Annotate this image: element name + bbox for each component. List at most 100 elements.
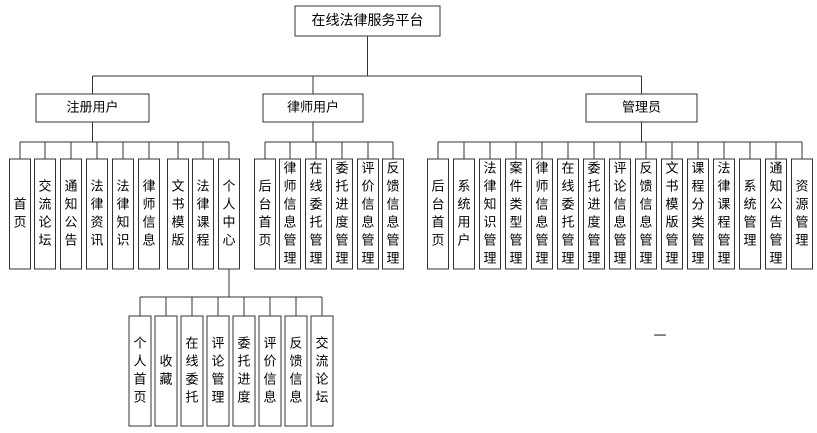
leaf-node-2-13-char: 知 <box>769 179 782 195</box>
leaf-node-2-0-char: 首 <box>431 216 444 231</box>
group-node-admin: 管理员 <box>585 93 698 123</box>
leaf-node-1-2-char: 管 <box>309 234 322 249</box>
sub-node-2-char: 线 <box>185 355 198 370</box>
leaf-node-2-12-char: 统 <box>743 198 756 213</box>
group-node-registered-user: 注册用户 <box>35 93 150 123</box>
leaf-node-2-5-char: 线 <box>561 180 574 195</box>
leaf-node-2-3-char: 理 <box>509 252 522 267</box>
leaf-node-0-6-char: 版 <box>171 234 184 249</box>
leaf-node-2-9-char: 模 <box>665 198 678 213</box>
leaf-node-2-7-char: 理 <box>613 252 626 267</box>
leaf-node-2-4-char: 师 <box>535 180 548 195</box>
leaf-node-2-7-char: 评 <box>613 162 626 177</box>
leaf-node-0-5-char: 息 <box>142 233 155 249</box>
leaf-node-0-5-char: 信 <box>142 216 155 231</box>
leaf-node-2-10-char: 类 <box>691 216 704 231</box>
leaf-node-0-3-char: 讯 <box>90 234 103 249</box>
leaf-node-1-3-char: 管 <box>335 234 348 249</box>
leaf-node-1-3-char: 进 <box>335 198 348 213</box>
leaf-node-2-8-char: 管 <box>639 234 652 249</box>
leaf-node-1-0-char: 后 <box>258 180 271 195</box>
leaf-node-2-0-char: 台 <box>431 198 444 213</box>
sub-node-4-char: 托 <box>237 355 250 370</box>
leaf-node-2-11-char: 程 <box>717 216 730 231</box>
leaf-node-1-1-char: 信 <box>283 198 296 213</box>
leaf-node-2-5-char: 管 <box>561 234 574 249</box>
leaf-node-0-7-char: 课 <box>196 216 209 231</box>
sub-node-0-char: 个 <box>133 337 146 352</box>
sub-node-7-char: 坛 <box>315 391 328 406</box>
leaf-node-1-5-char: 息 <box>386 215 399 231</box>
leaf-node-1-5-char: 理 <box>386 252 399 267</box>
leaf-node-2-4-char: 息 <box>535 215 548 231</box>
leaf-node-2-2-char: 理 <box>483 252 496 267</box>
leaf-node-0-4-char: 律 <box>116 198 129 213</box>
sub-node-6-char: 信 <box>289 373 302 388</box>
leaf-node-2-13-char: 通 <box>769 162 782 177</box>
leaf-node-0-0-char: 页 <box>13 216 26 231</box>
leaf-node-1-4-char: 评 <box>361 162 374 177</box>
leaf-node-0-4-char: 知 <box>116 215 129 231</box>
leaf-node-2-11-char: 律 <box>717 180 730 195</box>
leaf-node-1-5-char: 信 <box>386 198 399 213</box>
leaf-node-2-10-char: 分 <box>691 198 704 213</box>
leaf-node-2-5-char: 委 <box>561 198 574 213</box>
leaf-node-0-1-char: 流 <box>38 198 51 213</box>
sub-node-5-char: 评 <box>263 337 276 352</box>
group-node-lawyer-user: 律师用户 <box>262 93 364 123</box>
sub-node-1-char: 收 <box>159 355 172 370</box>
leaf-node-2-9-char: 理 <box>665 252 678 267</box>
leaf-node-0-2-char: 知 <box>64 197 77 213</box>
leaf-node-2-12-char: 管 <box>743 216 756 231</box>
leaf-node-2-11-char: 法 <box>717 162 730 177</box>
leaf-node-1-3-char: 理 <box>335 252 348 267</box>
leaf-node-2-4-char: 信 <box>535 198 548 213</box>
root-node: 在线法律服务平台 <box>294 5 441 37</box>
sub-node-7-char: 论 <box>315 373 328 388</box>
leaf-node-2-7-char: 息 <box>613 215 626 231</box>
sub-node-3-char: 评 <box>211 337 224 352</box>
leaf-node-0-4-char: 识 <box>116 234 129 249</box>
leaf-node-2-1-char: 统 <box>457 198 470 213</box>
leaf-node-2-2-char: 律 <box>483 180 496 195</box>
leaf-node-1-3-char: 托 <box>335 180 348 195</box>
leaf-node-2-3-char: 案 <box>509 162 522 177</box>
leaf-node-1-1-char: 管 <box>283 234 296 249</box>
leaf-node-0-0-char: 首 <box>13 198 26 213</box>
leaf-node-1-4-char: 理 <box>361 252 374 267</box>
leaf-node-1-4-char: 息 <box>361 215 374 231</box>
leaf-node-0-1-char: 交 <box>38 179 51 195</box>
leaf-node-1-5-char: 馈 <box>386 180 399 195</box>
leaf-node-1-5-char: 管 <box>386 234 399 249</box>
leaf-node-2-14-char: 理 <box>795 234 808 249</box>
leaf-node-2-8-char: 理 <box>639 252 652 267</box>
leaf-node-0-6-char: 文 <box>171 180 184 195</box>
leaf-node-2-13-char: 公 <box>769 198 782 213</box>
leaf-node-0-5-char: 律 <box>142 180 155 195</box>
leaf-node-2-2-char: 识 <box>483 216 496 231</box>
leaf-node-2-12-char: 理 <box>743 234 756 249</box>
leaf-node-1-4-char: 管 <box>361 234 374 249</box>
leaf-node-2-8-char: 信 <box>639 198 652 213</box>
